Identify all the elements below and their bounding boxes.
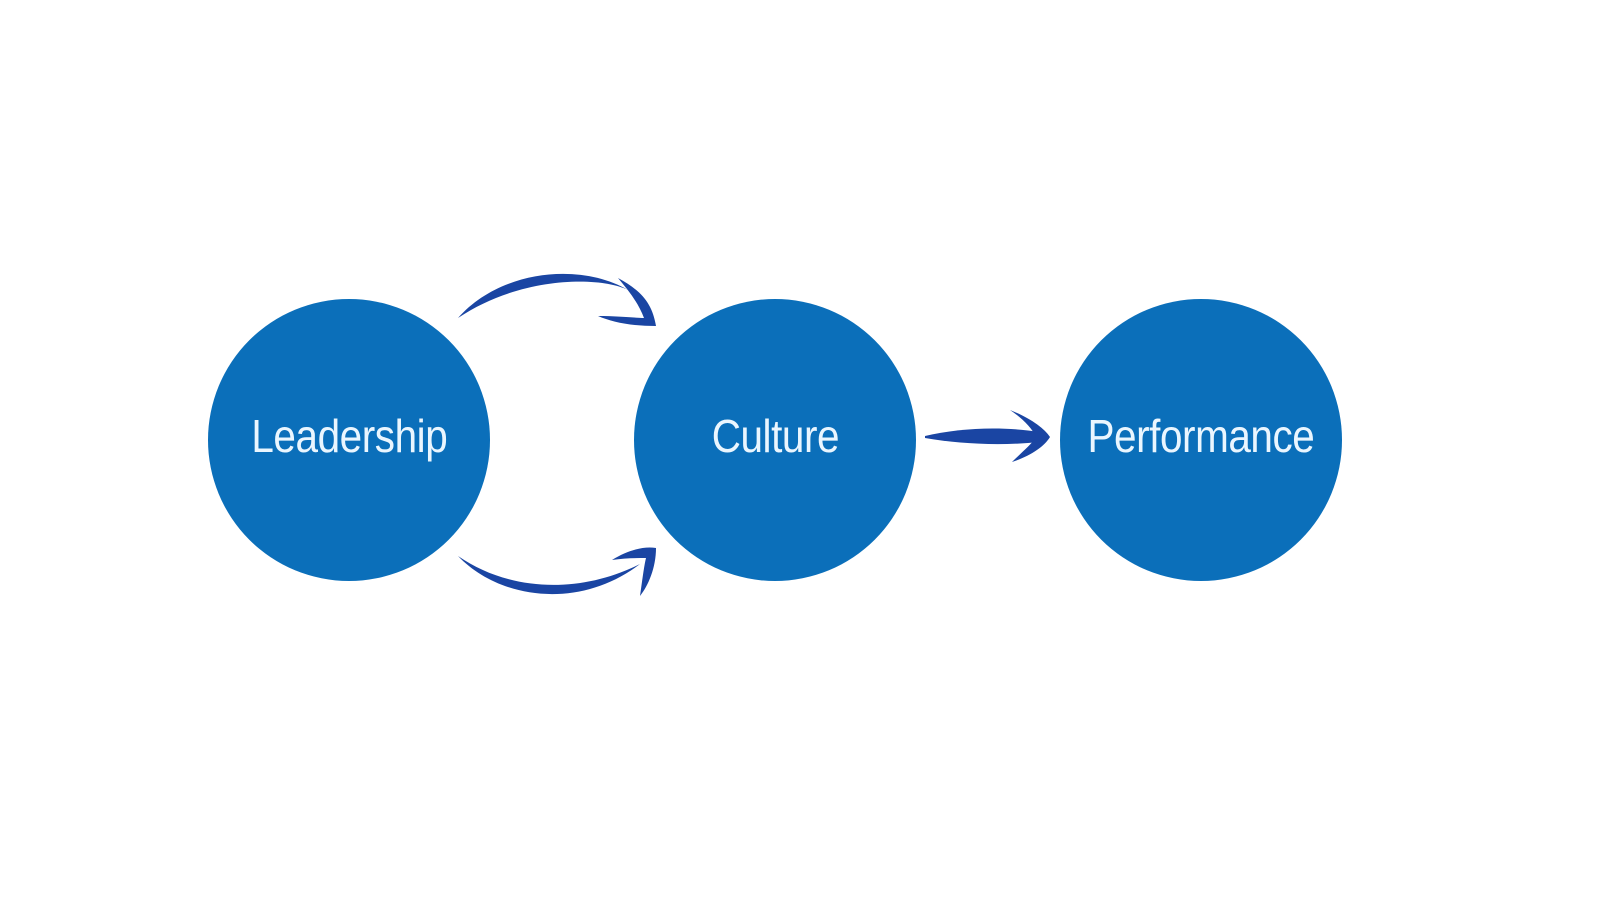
arrow-head <box>1010 410 1050 462</box>
arrow-leadership-to-culture-top <box>458 273 656 326</box>
node-leadership: Leadership <box>208 299 490 581</box>
arrow-head <box>598 278 656 326</box>
node-label: Culture <box>711 410 839 462</box>
arrow-head <box>612 547 656 596</box>
arrow-shaft <box>458 273 628 318</box>
node-label: Performance <box>1087 410 1315 462</box>
node-performance: Performance <box>1060 299 1342 581</box>
node-label: Leadership <box>251 410 447 462</box>
arrow-leadership-to-culture-bottom <box>458 547 656 596</box>
arrow-culture-to-performance <box>925 410 1050 462</box>
node-culture: Culture <box>634 299 916 581</box>
arrow-shaft <box>458 556 640 595</box>
arrow-shaft <box>925 428 1040 445</box>
